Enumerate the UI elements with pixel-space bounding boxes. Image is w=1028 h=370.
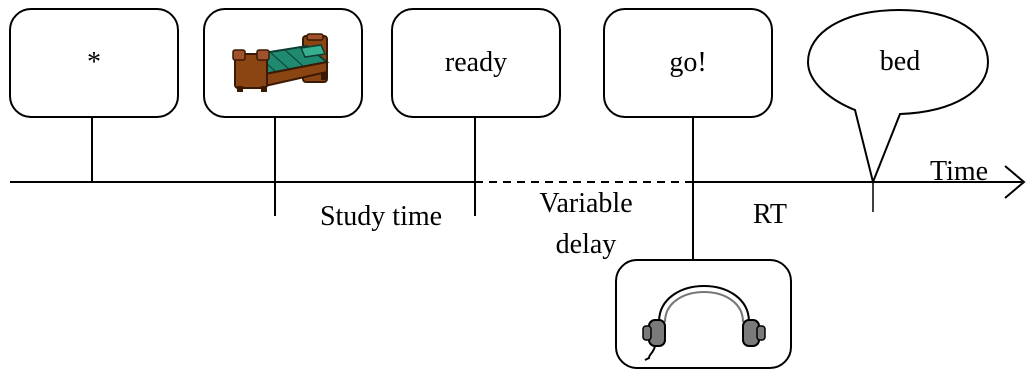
variable-delay-label-line1: Variable (539, 188, 633, 219)
time-axis-label: Time (930, 156, 989, 187)
bed-icon (232, 33, 330, 92)
variable-delay-label-line2: delay (555, 229, 617, 260)
study-picture-box (203, 8, 363, 118)
speech-bubble (806, 8, 990, 186)
fixation-text: * (87, 47, 101, 78)
auditory-cue-box (615, 259, 792, 369)
ready-cue-box: ready (391, 8, 561, 118)
fixation-box: * (9, 8, 179, 118)
response-text: bed (879, 46, 921, 77)
go-text: go! (669, 47, 707, 78)
ready-text: ready (444, 47, 508, 78)
time-arrowhead (1004, 165, 1026, 199)
study-time-label: Study time (319, 201, 443, 232)
headphones-icon (641, 285, 766, 361)
rt-label: RT (752, 199, 788, 230)
go-cue-box: go! (603, 8, 773, 118)
